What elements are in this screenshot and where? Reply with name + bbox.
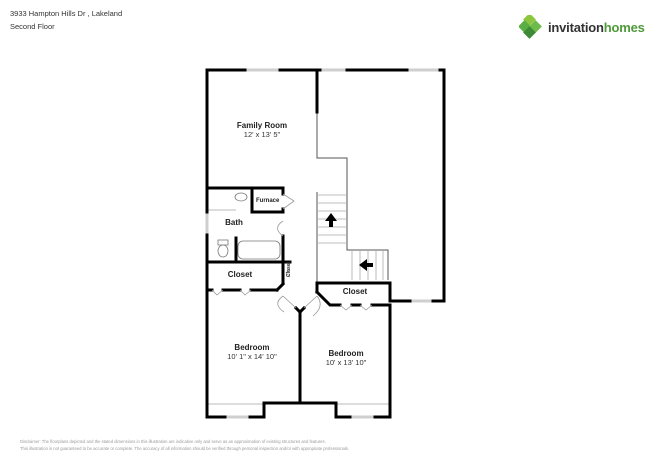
thin-lines: [206, 112, 390, 405]
room-closet-small: Closet: [286, 261, 292, 277]
room-furnace: Furnace: [256, 198, 280, 204]
small-closet-door: [285, 268, 291, 278]
bathtub-icon: [237, 240, 281, 260]
closet-door-2: [239, 289, 252, 296]
bedroom-right-door: [303, 295, 321, 317]
address-text: 3933 Hampton Hills Dr , Lakeland: [10, 9, 123, 18]
room-closet-right: Closet: [342, 287, 368, 296]
invitation-homes-logo: invitationhomes: [519, 14, 645, 40]
room-bath: Bath: [225, 218, 243, 227]
arrow-left-icon: [359, 259, 373, 271]
room-closet-left: Closet: [227, 270, 253, 279]
toilet-tank-icon: [217, 239, 229, 246]
fixtures: [217, 192, 281, 260]
bedroom-left-door: [277, 295, 297, 313]
bath-door-swing: [277, 220, 284, 237]
logo-text-homes: homes: [603, 19, 645, 35]
windows: [205, 68, 440, 419]
toilet-bowl-icon: [217, 244, 229, 258]
room-family-room: Family Room 12' x 13' 5": [236, 121, 288, 139]
walls: [205, 68, 446, 419]
room-bedroom-right: Bedroom 10' x 13' 10": [325, 349, 367, 367]
furnace-door: [282, 193, 295, 210]
stair-arrows: [325, 213, 373, 271]
arrow-up-icon: [325, 213, 337, 227]
disclaimer-line-1: Disclaimer: The floorplans depicted and …: [20, 439, 326, 444]
sink-icon: [234, 192, 248, 202]
room-bedroom-left: Bedroom 10' 1" x 14' 10": [227, 343, 277, 361]
closet-door-3: [339, 304, 353, 311]
disclaimer-line-2: This illustration is not guaranteed to b…: [20, 446, 350, 451]
doors: [211, 193, 373, 317]
logo-mark-icon: [519, 15, 542, 39]
closet-door-1: [211, 289, 224, 296]
stairs: [317, 194, 384, 280]
floor-label: Second Floor: [10, 22, 55, 31]
closet-door-4: [359, 304, 373, 311]
logo-text-invitation: invitation: [548, 19, 604, 35]
